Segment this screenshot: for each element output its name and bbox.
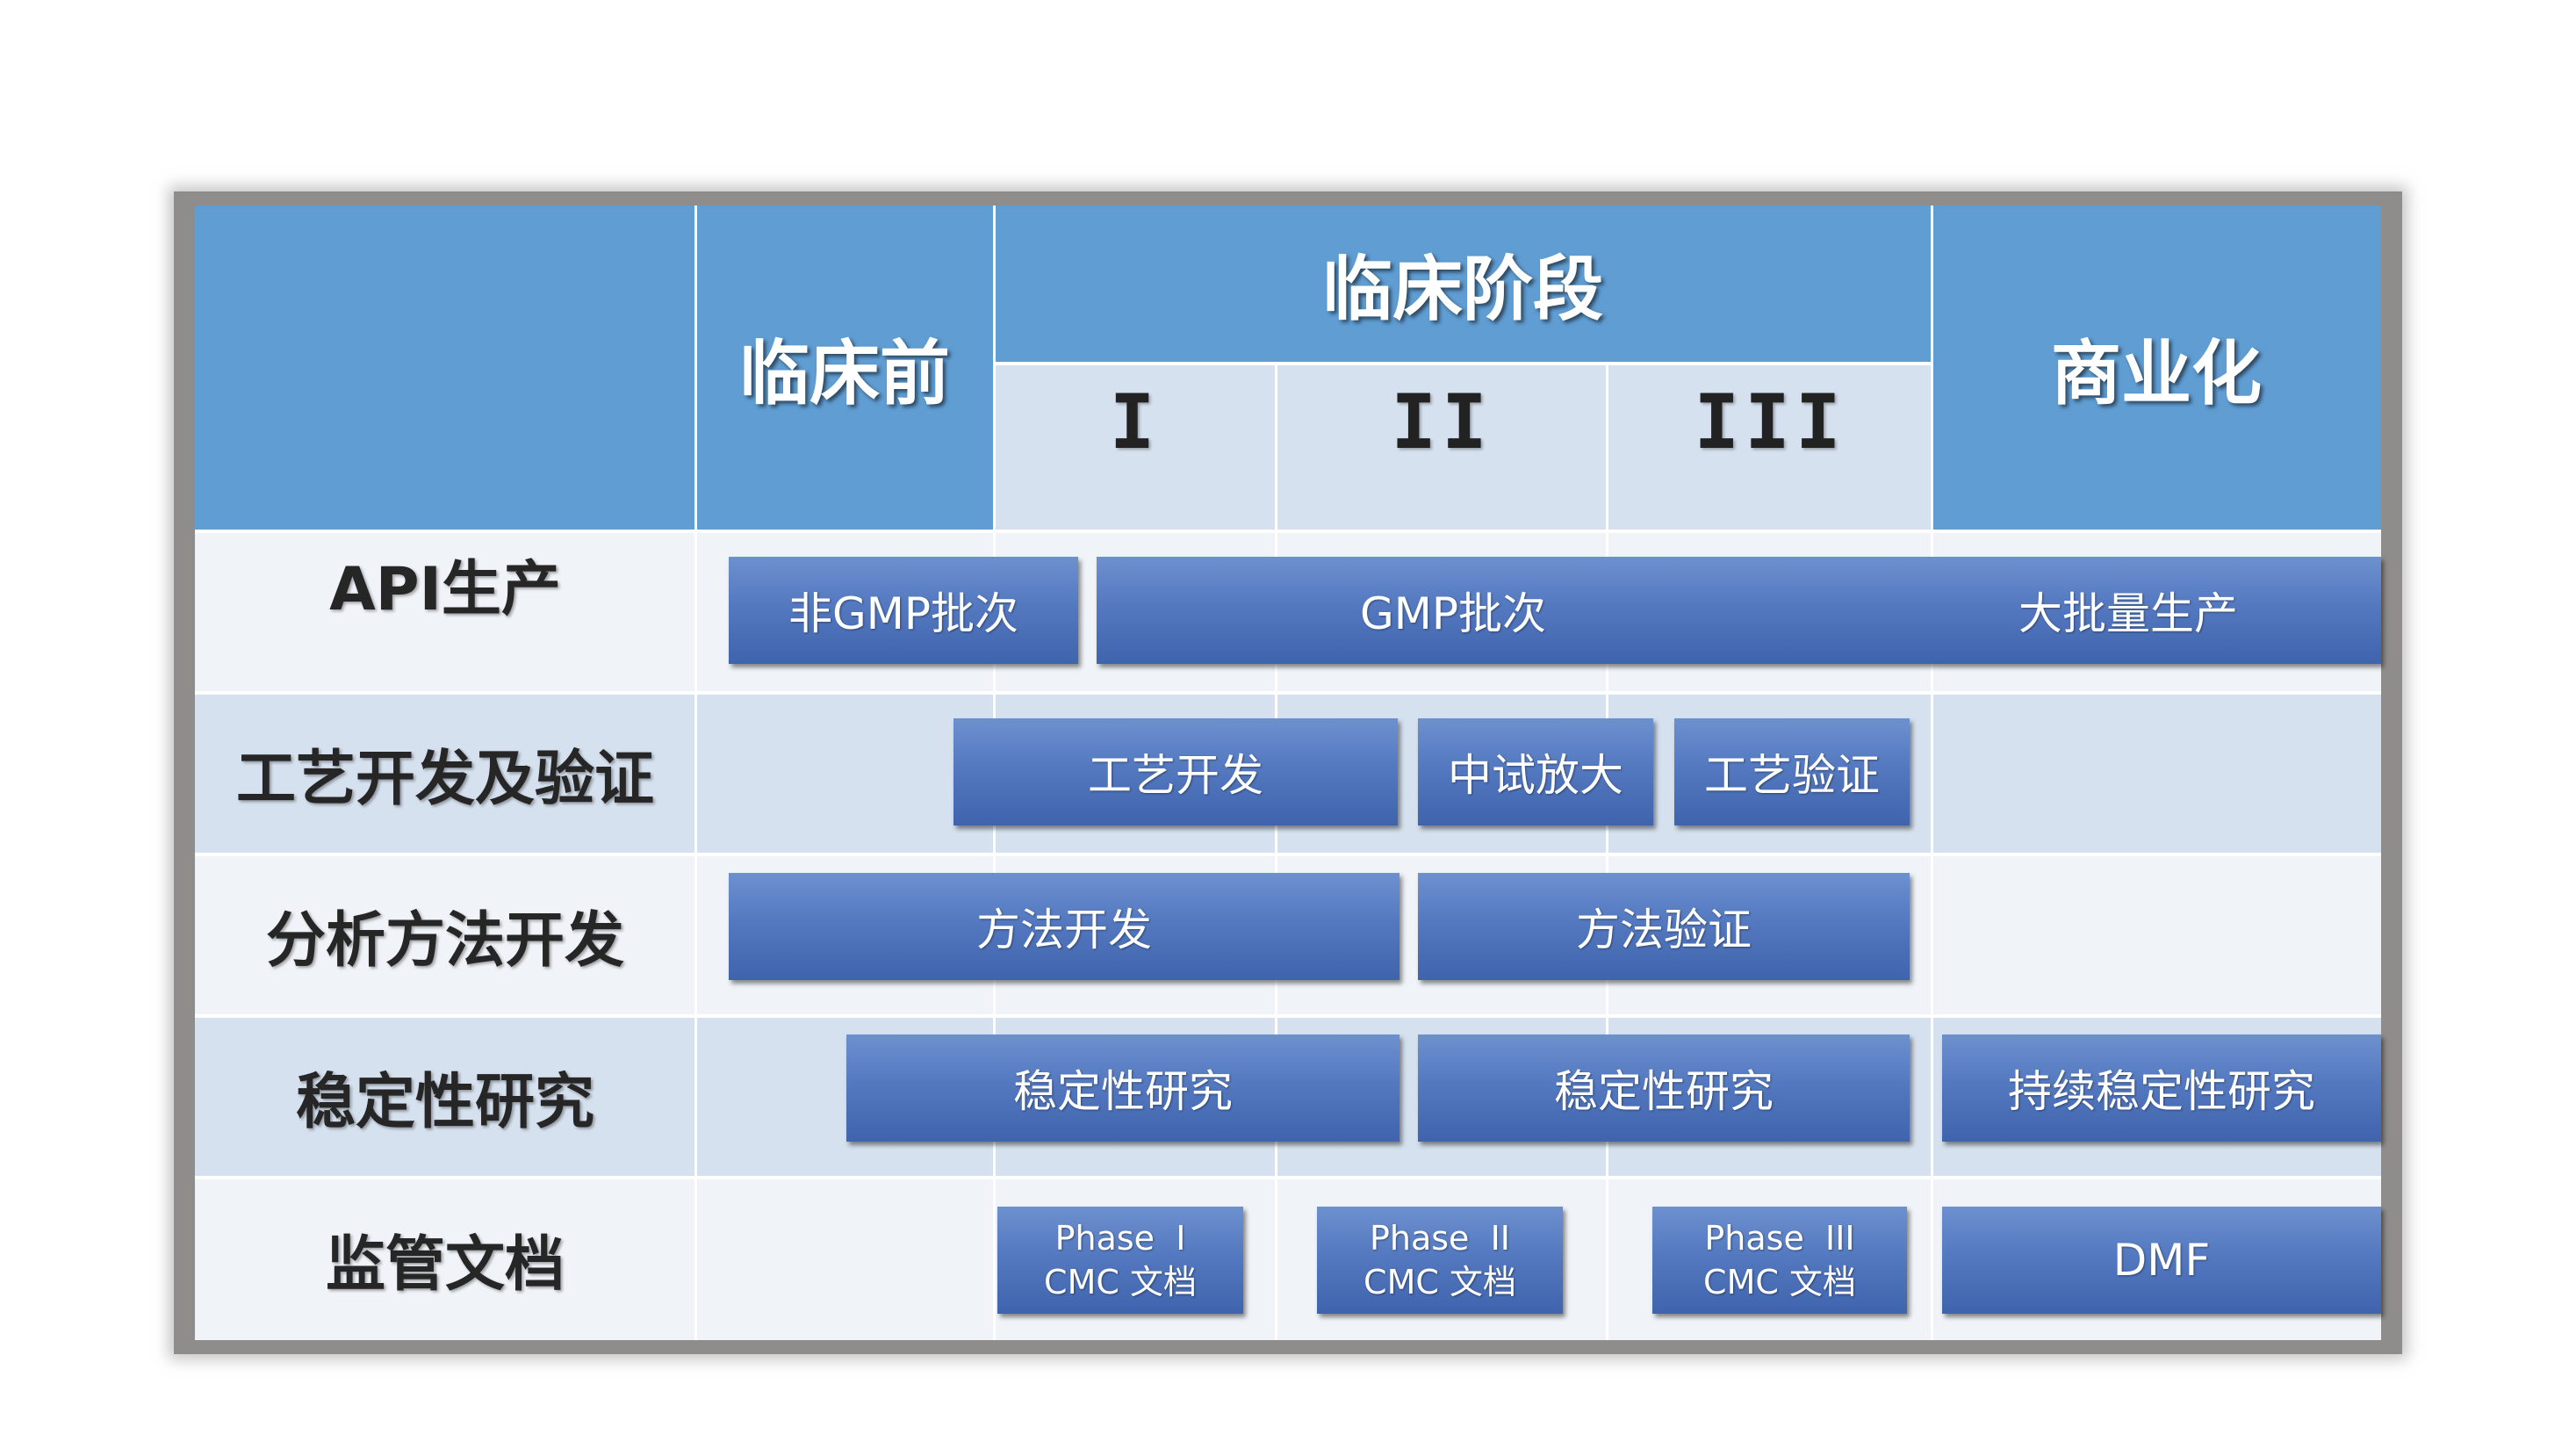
bar-phase-3-cmc-line2: CMC 文档 bbox=[1703, 1263, 1856, 1301]
header-commercial: 商业化 bbox=[2051, 333, 2262, 415]
bar-pilot-scale-up: 中试放大 bbox=[1418, 718, 1653, 825]
bar-non-gmp-batch: 非GMP批次 bbox=[729, 557, 1078, 664]
bar-method-validation-label: 方法验证 bbox=[1576, 905, 1752, 955]
row-label-process: 工艺开发及验证 bbox=[235, 744, 654, 814]
divider bbox=[195, 530, 2381, 533]
bar-method-validation: 方法验证 bbox=[1418, 873, 1910, 980]
bar-stability-study-2-label: 稳定性研究 bbox=[1554, 1066, 1774, 1117]
row-label-api: API生产 bbox=[329, 554, 561, 624]
header-clinical-cell bbox=[994, 205, 1932, 362]
bar-gmp-batch: GMP批次 大批量生产 bbox=[1097, 557, 2381, 664]
bar-phase-2-cmc-line2: CMC 文档 bbox=[1364, 1263, 1516, 1301]
bar-process-development: 工艺开发 bbox=[953, 718, 1398, 825]
bar-dmf: DMF bbox=[1942, 1207, 2381, 1314]
bar-phase-2-cmc: Phase II CMC 文档 bbox=[1317, 1207, 1563, 1314]
divider bbox=[195, 853, 2381, 856]
bar-pilot-scale-up-label: 中试放大 bbox=[1448, 750, 1623, 801]
bar-ongoing-stability-study: 持续稳定性研究 bbox=[1942, 1034, 2381, 1142]
row-label-regulatory: 监管文档 bbox=[325, 1229, 565, 1300]
bar-non-gmp-batch-label: 非GMP批次 bbox=[788, 588, 1019, 639]
bar-phase-1-cmc: Phase I CMC 文档 bbox=[997, 1207, 1243, 1314]
divider bbox=[994, 362, 1932, 365]
bar-phase-2-cmc-line1: Phase II bbox=[1369, 1219, 1511, 1258]
bar-method-development: 方法开发 bbox=[729, 873, 1400, 980]
header-preclinical: 临床前 bbox=[739, 333, 950, 415]
phase-subheader-row bbox=[994, 365, 1932, 530]
bar-process-validation-label: 工艺验证 bbox=[1704, 750, 1880, 801]
header-commercial-cell bbox=[1932, 205, 2381, 530]
phase-3-label: III bbox=[1694, 378, 1846, 466]
bar-process-validation: 工艺验证 bbox=[1674, 718, 1910, 825]
header-clinical: 临床阶段 bbox=[1322, 249, 1603, 330]
bar-gmp-batch-label: GMP批次 bbox=[1360, 588, 1547, 639]
divider bbox=[694, 205, 697, 1340]
bar-stability-study-2: 稳定性研究 bbox=[1418, 1034, 1910, 1142]
bar-phase-1-cmc-line1: Phase I bbox=[1054, 1219, 1186, 1258]
bar-process-development-label: 工艺开发 bbox=[1088, 750, 1263, 801]
divider bbox=[195, 1014, 2381, 1018]
bar-method-development-label: 方法开发 bbox=[976, 905, 1152, 955]
bar-phase-3-cmc: Phase III CMC 文档 bbox=[1652, 1207, 1907, 1314]
bar-stability-study-1: 稳定性研究 bbox=[846, 1034, 1400, 1142]
bar-phase-3-cmc-line1: Phase III bbox=[1704, 1219, 1855, 1258]
phase-1-label: I bbox=[1109, 378, 1161, 466]
row-label-stability: 稳定性研究 bbox=[295, 1067, 594, 1137]
development-stage-table: 临床前 临床阶段 商业化 I II III API生产 工艺开发及验证 分析方法… bbox=[195, 205, 2381, 1340]
phase-2-label: II bbox=[1391, 378, 1493, 466]
divider bbox=[195, 691, 2381, 695]
bar-stability-study-1-label: 稳定性研究 bbox=[1013, 1066, 1233, 1117]
divider bbox=[1931, 205, 1933, 1340]
bar-ongoing-stability-study-label: 持续稳定性研究 bbox=[2008, 1066, 2315, 1117]
bar-large-scale-label: 大批量生产 bbox=[2018, 588, 2238, 639]
header-preclinical-cell bbox=[695, 205, 994, 530]
divider bbox=[195, 1176, 2381, 1179]
row-label-analytical: 分析方法开发 bbox=[265, 905, 624, 976]
bar-dmf-label: DMF bbox=[2112, 1235, 2211, 1286]
header-corner-cell bbox=[195, 205, 695, 530]
bar-phase-1-cmc-line2: CMC 文档 bbox=[1044, 1263, 1197, 1301]
